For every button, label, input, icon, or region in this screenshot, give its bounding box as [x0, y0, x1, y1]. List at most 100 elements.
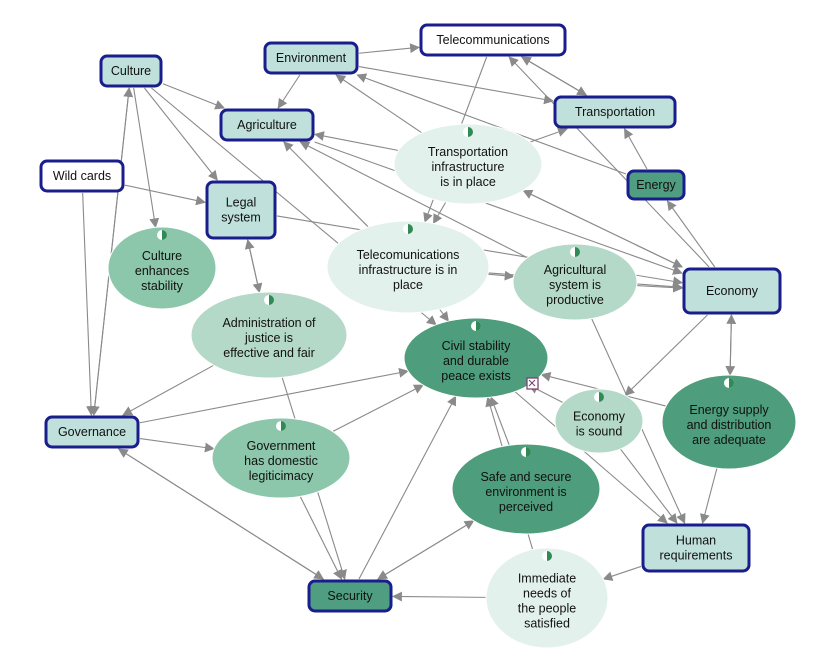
edge-culture-to-legal-system — [144, 87, 218, 181]
edge-wild-cards-to-legal-system — [124, 184, 206, 206]
edge-transportation-to-telecommunications — [520, 56, 587, 96]
wild-cards-label-line: Wild cards — [53, 169, 111, 183]
node-economy[interactable]: Economy — [682, 267, 782, 315]
civil-stability-label-line: and durable — [443, 354, 509, 368]
status-indicator-icon — [521, 447, 531, 457]
edge-agriculture-to-economy — [314, 141, 683, 275]
edge-governance-to-security — [118, 448, 325, 580]
node-governance[interactable]: Governance — [44, 415, 140, 449]
edge-government-legitimacy-to-security — [299, 496, 342, 580]
telecommunications-label-line: Telecommunications — [436, 33, 549, 47]
edge-civil-stability-to-human-requirements — [514, 391, 668, 524]
edge-agricultural-system-productive-to-agriculture — [299, 141, 528, 259]
energy-label-line: Energy — [636, 178, 676, 192]
edge-economy-to-telecommunications — [508, 56, 710, 268]
edge-agricultural-system-productive-to-economy — [636, 282, 683, 293]
node-agriculture[interactable]: Agriculture — [219, 108, 315, 142]
safe-secure-environment-label-line: perceived — [499, 500, 553, 514]
edge-governance-to-government-legitimacy — [139, 438, 215, 453]
agricultural-system-productive-shape — [512, 243, 638, 321]
wild-cards-shape — [39, 159, 125, 193]
immediate-needs-label-line: needs of — [523, 587, 571, 601]
node-wild-cards[interactable]: Wild cards — [39, 159, 125, 193]
administration-of-justice-label-line: Administration of — [222, 316, 316, 330]
edge-economy-to-energy — [666, 200, 716, 268]
edge-transportation-infrastructure-to-environment — [335, 74, 423, 134]
status-indicator-icon — [542, 551, 552, 561]
safe-secure-environment-shape — [451, 443, 601, 535]
status-indicator-icon — [403, 224, 413, 234]
agricultural-system-productive-label-line: Agricultural — [544, 263, 607, 277]
node-security[interactable]: Security — [307, 579, 393, 613]
economy-is-sound-label-line: Economy — [573, 410, 626, 424]
energy-supply-label-line: Energy supply — [689, 403, 769, 417]
node-transportation[interactable]: Transportation — [553, 95, 677, 129]
edge-governance-to-culture — [93, 87, 134, 416]
node-energy[interactable]: Energy — [626, 169, 686, 201]
selection-marker-icon[interactable] — [526, 377, 539, 390]
environment-shape — [263, 41, 359, 75]
culture-shape — [99, 54, 163, 88]
transportation-label-line: Transportation — [575, 105, 655, 119]
immediate-needs-label-line: satisfied — [524, 617, 570, 631]
environment-label-line: Environment — [276, 51, 347, 65]
node-culture[interactable]: Culture — [99, 54, 163, 88]
node-environment[interactable]: Environment — [263, 41, 359, 75]
edges-layer — [82, 43, 737, 602]
edge-energy-supply-to-human-requirements — [700, 468, 718, 524]
edge-administration-of-justice-to-governance — [122, 364, 214, 416]
status-indicator-icon — [264, 295, 274, 305]
culture-enhances-stability-label-line: Culture — [142, 249, 182, 263]
culture-enhances-stability-label-line: stability — [141, 279, 183, 293]
edge-environment-to-transportation — [358, 65, 554, 105]
human-requirements-label-line: Human — [676, 534, 716, 548]
governance-label-line: Governance — [58, 425, 126, 439]
transportation-infrastructure-label-line: infrastructure — [432, 160, 505, 174]
government-legitimacy-shape — [211, 417, 351, 499]
security-label-line: Security — [327, 589, 373, 603]
edge-wild-cards-to-governance — [82, 192, 96, 416]
administration-of-justice-shape — [190, 291, 348, 379]
status-indicator-icon — [570, 247, 580, 257]
edge-telecommunications-infrastructure-to-civil-stability — [439, 309, 449, 322]
agricultural-system-productive-label-line: productive — [546, 293, 604, 307]
energy-supply-label-line: are adequate — [692, 433, 766, 447]
edge-economy-to-transportation-infrastructure — [522, 189, 683, 268]
energy-supply-label-line: and distribution — [687, 418, 772, 432]
immediate-needs-label-line: Immediate — [518, 572, 576, 586]
economy-is-sound-shape — [554, 388, 644, 454]
economy-label-line: Economy — [706, 284, 759, 298]
government-legitimacy-label-line: has domestic — [244, 454, 318, 468]
edge-energy-to-environment — [356, 73, 627, 175]
culture-enhances-stability-label-line: enhances — [135, 264, 189, 278]
edge-environment-to-agriculture — [277, 74, 301, 109]
telecommunications-infrastructure-shape — [326, 220, 490, 314]
immediate-needs-shape — [485, 547, 609, 649]
edge-safe-secure-environment-to-security — [377, 520, 474, 580]
edge-immediate-needs-to-security — [392, 591, 487, 602]
government-legitimacy-label-line: Government — [247, 439, 316, 453]
government-legitimacy-label-line: legiticimacy — [249, 469, 314, 483]
agriculture-shape — [219, 108, 315, 142]
transportation-infrastructure-label-line: Transportation — [428, 145, 508, 159]
culture-label-line: Culture — [111, 64, 151, 78]
edge-economy-is-sound-to-human-requirements — [619, 448, 678, 524]
agriculture-label-line: Agriculture — [237, 118, 297, 132]
node-telecommunications[interactable]: Telecommunications — [419, 23, 567, 57]
status-indicator-icon — [157, 230, 167, 240]
edge-administration-of-justice-to-legal-system — [244, 239, 260, 293]
safe-secure-environment-label-line: environment is — [485, 485, 566, 499]
